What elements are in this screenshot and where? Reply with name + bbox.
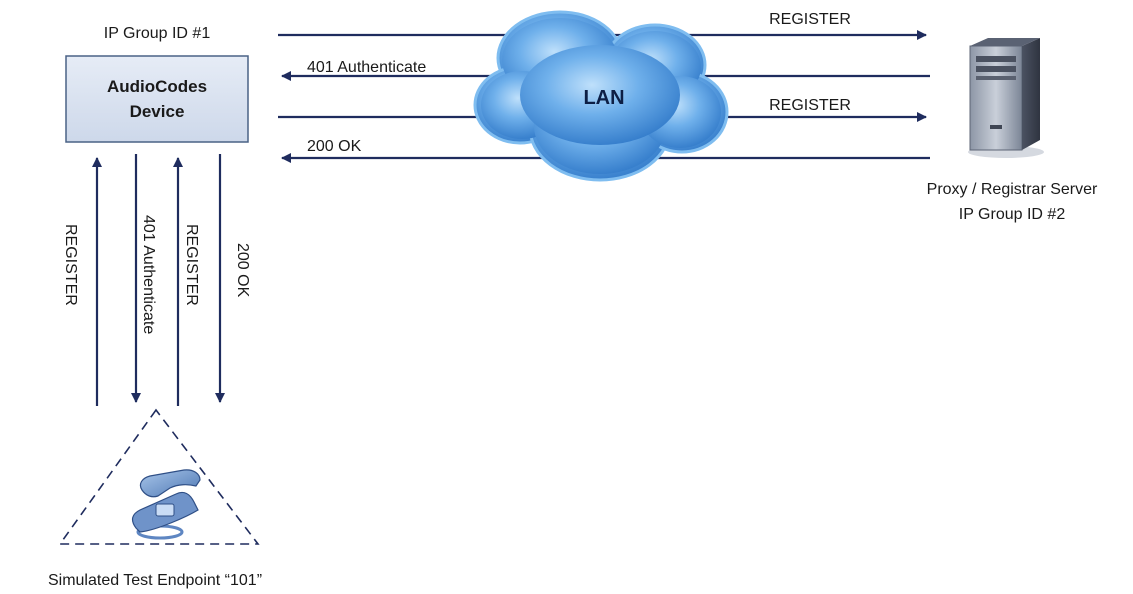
lan-message-label: 200 OK: [307, 138, 362, 155]
audiocodes-device: AudioCodes Device: [65, 55, 249, 143]
device-group-label: IP Group ID #1: [104, 25, 211, 42]
lan-label: LAN: [583, 87, 624, 109]
endpoint-message-flows: [92, 154, 225, 406]
endpoint-message-label: REGISTER: [62, 224, 79, 306]
endpoint-message-label: 200 OK: [234, 243, 251, 298]
endpoint-triangle: [58, 408, 260, 545]
lan-message-label: REGISTER: [769, 97, 851, 114]
device-name-line1: AudioCodes: [107, 77, 207, 96]
endpoint-label: Simulated Test Endpoint “101”: [48, 572, 262, 589]
telephone-icon: [131, 469, 201, 540]
server-label-line2: IP Group ID #2: [959, 206, 1066, 223]
lan-message-label: REGISTER: [769, 11, 851, 28]
server-tower-icon: [968, 38, 1044, 158]
endpoint-message-label: 401 Authenticate: [140, 215, 157, 334]
endpoint-message-label: REGISTER: [183, 224, 200, 306]
lan-message-label: 401 Authenticate: [307, 59, 426, 76]
device-box: [65, 55, 249, 143]
lan-cloud: LAN: [473, 10, 729, 182]
server-label-line1: Proxy / Registrar Server: [927, 181, 1098, 198]
device-name-line2: Device: [130, 102, 185, 121]
